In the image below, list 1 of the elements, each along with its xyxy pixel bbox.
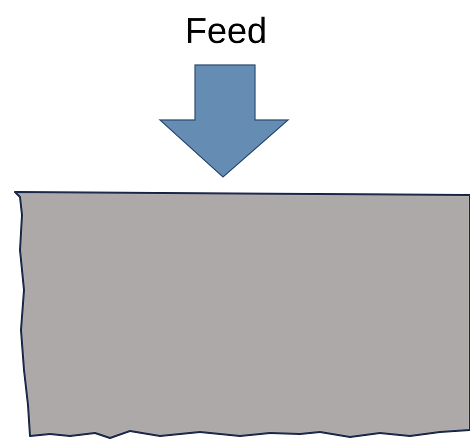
feed-label: Feed <box>188 16 265 44</box>
